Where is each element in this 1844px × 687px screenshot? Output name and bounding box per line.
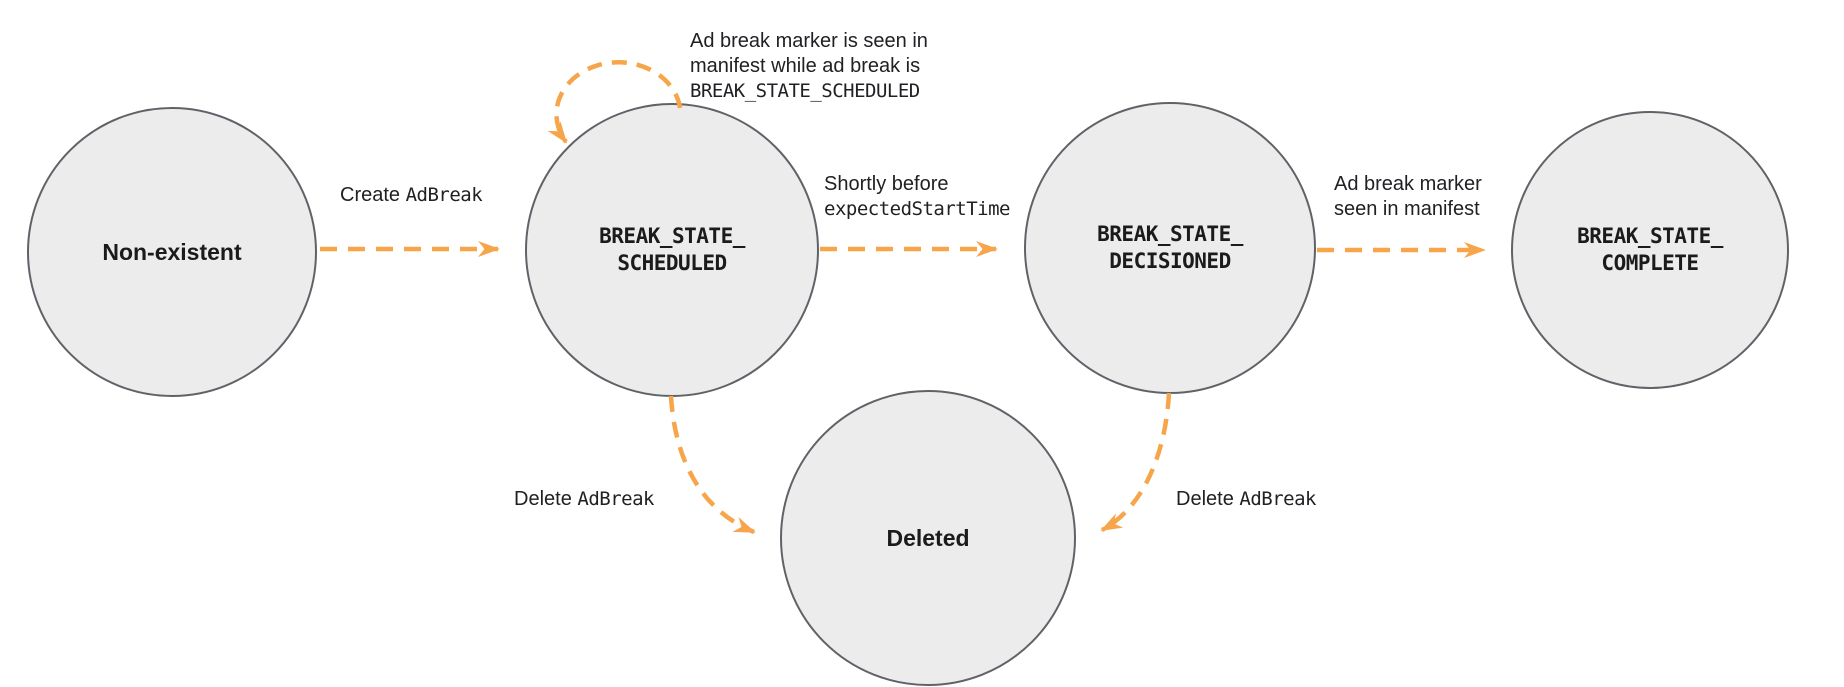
state-label-break-state-complete: BREAK_STATE_ COMPLETE — [1577, 224, 1723, 275]
state-circle-deleted — [780, 390, 1076, 686]
edge-label-delete-adbreak-right: Delete AdBreak — [1176, 488, 1316, 510]
state-label-non-existent: Non-existent — [102, 239, 242, 265]
arrow-self-loop-scheduled — [547, 60, 683, 144]
edge-label-delete-adbreak-left: Delete AdBreak — [514, 488, 654, 510]
edge-label-create-adbreak: Create AdBreak — [340, 184, 483, 206]
edge-label-marker-seen: Ad break marker seen in manifest — [1334, 173, 1482, 220]
state-circle-non-existent — [27, 107, 317, 397]
arrow-decisioned-to-deleted — [1100, 392, 1172, 532]
state-circle-break-state-complete — [1511, 111, 1789, 389]
state-label-deleted: Deleted — [886, 525, 970, 551]
state-label-break-state-decisioned: BREAK_STATE_ DECISIONED — [1097, 222, 1243, 273]
arrow-scheduled-to-deleted — [668, 395, 756, 535]
state-label-break-state-scheduled: BREAK_STATE_ SCHEDULED — [599, 224, 745, 275]
edge-label-shortly-before: Shortly before expectedStartTime — [824, 173, 1010, 220]
edge-label-self-loop: Ad break marker is seen in manifest whil… — [690, 30, 928, 102]
state-circle-break-state-decisioned — [1024, 102, 1316, 394]
